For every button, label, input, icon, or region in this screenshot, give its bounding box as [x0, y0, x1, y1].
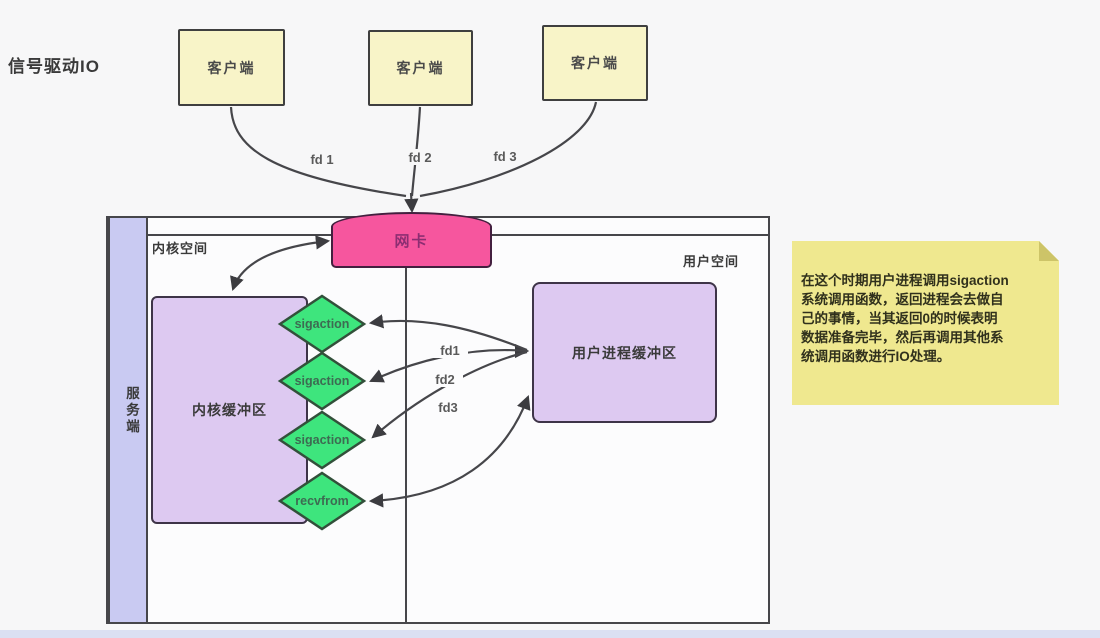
page-title: 信号驱动IO: [8, 57, 100, 76]
user-buffer-label: 用户进程缓冲区: [572, 344, 677, 361]
note-text-line: 系统调用函数，返回进程会去做自: [801, 292, 1004, 307]
client3-to-nic-arrow: [419, 101, 598, 198]
nic-box: 网卡: [331, 212, 492, 268]
user-buffer-box: 用户进程缓冲区: [532, 282, 717, 423]
nic-label: 网卡: [394, 232, 429, 250]
client-label: 客户端: [571, 55, 619, 71]
client-box-2: 客户端: [368, 30, 473, 106]
annotation-note: 在这个时期用户进程调用sigaction 系统调用函数，返回进程会去做自 己的事…: [792, 241, 1059, 405]
note-text-line: 数据准备完毕，然后再调用其他系: [801, 330, 1004, 345]
fd1-top-label: fd 1: [310, 152, 333, 167]
nic-arrowhead-stem: [404, 192, 419, 214]
kernel-buffer-label: 内核缓冲区: [192, 402, 267, 418]
client-box-1: 客户端: [178, 29, 285, 106]
server-side-label: 服务端: [124, 386, 139, 436]
note-text-line: 统调用函数进行IO处理。: [801, 349, 951, 364]
note-corner-fold-icon: [1039, 241, 1059, 261]
client-label: 客户端: [207, 59, 256, 76]
kernel-user-divider-line: [405, 268, 407, 623]
client-box-3: 客户端: [542, 25, 648, 101]
fd2-top-label: fd 2: [408, 150, 431, 165]
fd3-label-bg: [486, 148, 524, 164]
user-space-label: 用户空间: [683, 254, 740, 269]
client1-to-nic-arrow: [229, 106, 407, 198]
bottom-strip: [0, 630, 1100, 638]
fd1-label-bg: [303, 151, 341, 167]
kernel-buffer-box: 内核缓冲区: [151, 296, 308, 524]
fd3-top-label: fd 3: [493, 149, 516, 164]
client2-to-nic-arrow: [410, 106, 422, 197]
note-text-line: 己的事情，当其返回0的时候表明: [801, 311, 998, 326]
note-text-line: 在这个时期用户进程调用sigaction: [801, 273, 1009, 288]
client-label: 客户端: [396, 60, 445, 76]
fd2-label-bg: [401, 149, 439, 165]
kernel-space-label: 内核空间: [152, 241, 209, 256]
server-side-bar: [108, 216, 148, 624]
